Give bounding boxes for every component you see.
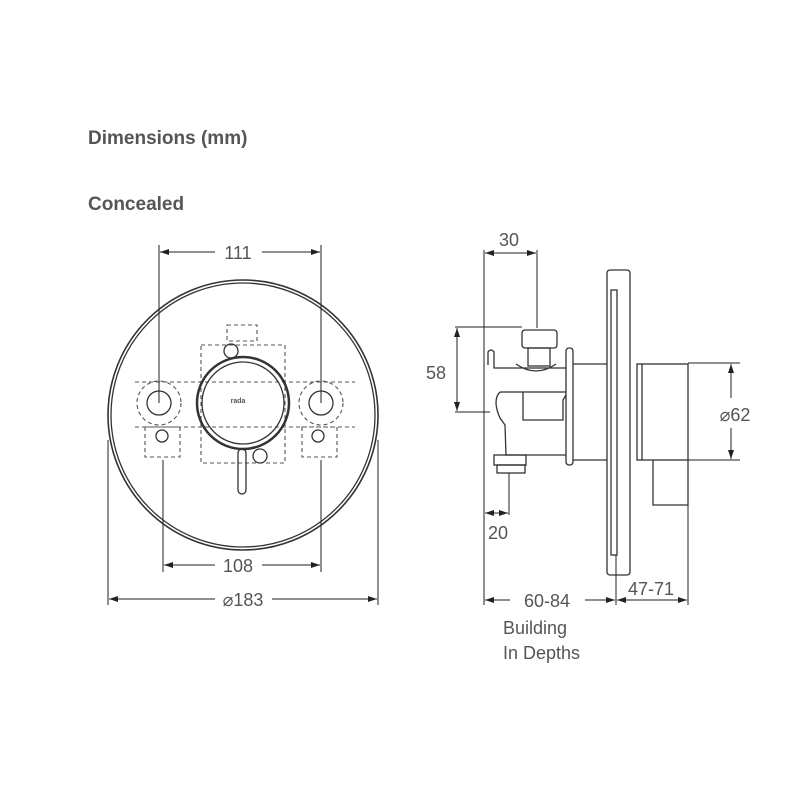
brand-logo: rada: [231, 398, 246, 405]
dim-111: 111: [224, 243, 251, 263]
dim-30: 30: [499, 230, 519, 250]
note-in-depths: In Depths: [503, 643, 580, 663]
dim-62: ⌀62: [720, 405, 751, 425]
side-view: [454, 250, 740, 605]
front-view: [107, 245, 379, 605]
dim-60-84: 60-84: [524, 591, 570, 611]
note-building: Building: [503, 618, 567, 638]
dim-108: 108: [223, 556, 253, 576]
dim-47-71: 47-71: [628, 579, 674, 599]
dim-58: 58: [426, 363, 446, 383]
dim-183: ⌀183: [223, 590, 264, 610]
page-title: Dimensions (mm): [88, 128, 248, 149]
dim-20: 20: [488, 523, 508, 543]
section-title: Concealed: [88, 194, 185, 215]
